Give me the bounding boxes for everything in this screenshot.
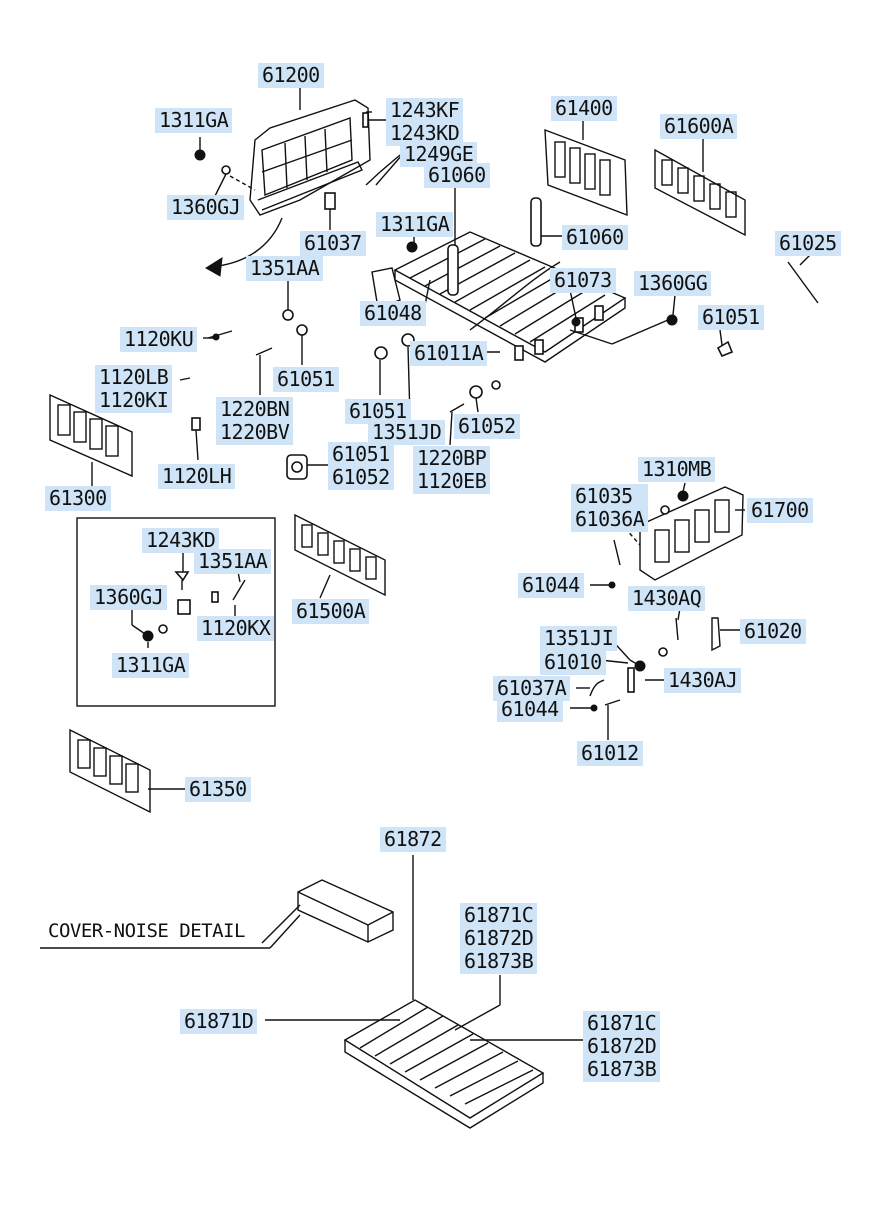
label-1351AA: 1351AA bbox=[194, 549, 272, 574]
label-1360GG: 1360GG bbox=[634, 271, 712, 296]
label-61871C-61872D-61873B: 61871C 61872D 61873B bbox=[583, 1011, 661, 1082]
label-61300: 61300 bbox=[45, 486, 111, 511]
label-61048: 61048 bbox=[360, 301, 426, 326]
label-1311GA: 1311GA bbox=[376, 212, 454, 237]
header-board-61200 bbox=[249, 99, 371, 216]
label-61037: 61037 bbox=[300, 231, 366, 256]
label-61073: 61073 bbox=[550, 268, 616, 293]
label-1243KD: 1243KD bbox=[142, 528, 220, 553]
side-panel-61300 bbox=[49, 393, 133, 478]
label-1120KX: 1120KX bbox=[197, 616, 275, 641]
label-1220BN-1220BV: 1220BN 1220BV bbox=[216, 397, 294, 445]
label-61200: 61200 bbox=[258, 63, 324, 88]
label-1311GA: 1311GA bbox=[112, 653, 190, 678]
side-panel-61350 bbox=[69, 728, 151, 814]
label-61044: 61044 bbox=[518, 573, 584, 598]
side-panel-61600A bbox=[654, 148, 746, 237]
label-61871C-61872D-61873B: 61871C 61872D 61873B bbox=[460, 903, 538, 974]
label-1120LB-1120KI: 1120LB 1120KI bbox=[95, 365, 173, 413]
label-1430AQ: 1430AQ bbox=[628, 586, 706, 611]
label-61011A: 61011A bbox=[410, 341, 488, 366]
label-1351AA: 1351AA bbox=[246, 256, 324, 281]
label-61052: 61052 bbox=[454, 414, 520, 439]
label-61400: 61400 bbox=[551, 96, 617, 121]
label-61010: 61010 bbox=[540, 650, 606, 675]
label-1120LH: 1120LH bbox=[158, 464, 236, 489]
label-61037A: 61037A bbox=[493, 676, 571, 701]
label-61700: 61700 bbox=[747, 498, 813, 523]
label-61012: 61012 bbox=[577, 741, 643, 766]
side-panel-61500A bbox=[294, 513, 386, 597]
label-1220BP-1120EB: 1220BP 1120EB bbox=[413, 446, 491, 494]
label-61051-61052: 61051 61052 bbox=[328, 442, 394, 490]
label-1249GE: 1249GE bbox=[400, 142, 478, 167]
label-1243KF-1243KD: 1243KF 1243KD bbox=[386, 98, 464, 146]
label-61060: 61060 bbox=[424, 163, 490, 188]
floor-mat bbox=[343, 999, 545, 1129]
label-61020: 61020 bbox=[740, 619, 806, 644]
leader-lines bbox=[40, 84, 811, 1041]
label-61035-61036A: 61035 61036A bbox=[571, 484, 649, 532]
label-61350: 61350 bbox=[185, 777, 251, 802]
label-61500A: 61500A bbox=[292, 599, 370, 624]
side-panel-61400 bbox=[544, 128, 628, 217]
label-61872: 61872 bbox=[380, 827, 446, 852]
label-61044: 61044 bbox=[497, 697, 563, 722]
label-1351JD: 1351JD bbox=[368, 420, 446, 445]
cover-noise-detail-caption: COVER-NOISE DETAIL bbox=[48, 920, 245, 942]
label-1360GJ: 1360GJ bbox=[167, 195, 245, 220]
label-1310MB: 1310MB bbox=[638, 457, 716, 482]
label-61051: 61051 bbox=[273, 367, 339, 392]
label-1360GJ: 1360GJ bbox=[90, 585, 168, 610]
label-1351JI: 1351JI bbox=[540, 626, 618, 651]
tail-gate-61700 bbox=[639, 486, 744, 581]
label-61025: 61025 bbox=[775, 231, 841, 256]
label-61871D: 61871D bbox=[180, 1009, 258, 1034]
label-1311GA: 1311GA bbox=[155, 108, 233, 133]
label-61051: 61051 bbox=[345, 399, 411, 424]
label-1430AJ: 1430AJ bbox=[664, 668, 742, 693]
label-61600A: 61600A bbox=[660, 114, 738, 139]
label-61060: 61060 bbox=[562, 225, 628, 250]
label-61051: 61051 bbox=[698, 305, 764, 330]
label-1120KU: 1120KU bbox=[120, 327, 198, 352]
